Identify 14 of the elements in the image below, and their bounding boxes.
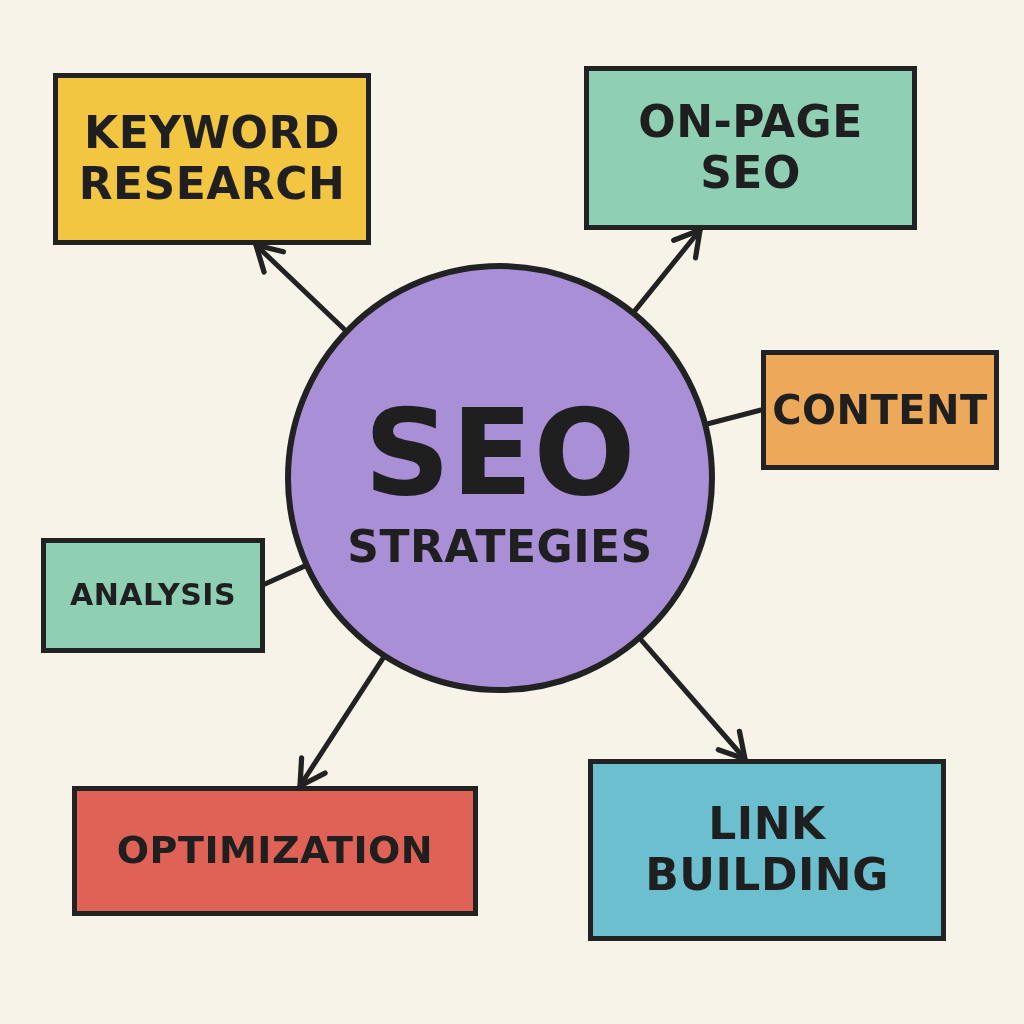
box-label: LINK BUILDING <box>644 799 890 901</box>
topic-box <box>761 350 999 470</box>
box-label: CONTENT <box>772 387 988 433</box>
topic-box <box>584 66 917 230</box>
box-label: ON-PAGE SEO <box>637 97 864 199</box>
topic-box <box>53 73 371 245</box>
topic-box <box>41 538 265 653</box>
box-label: OPTIMIZATION <box>116 829 434 873</box>
box-label: STRATEGIES <box>347 521 653 573</box>
box-label: ANALYSIS <box>69 578 237 613</box>
topic-box <box>588 759 946 941</box>
box-label: KEYWORD RESEARCH <box>77 108 347 210</box>
topic-box <box>72 786 478 916</box>
heading-text: SEO <box>364 383 636 522</box>
